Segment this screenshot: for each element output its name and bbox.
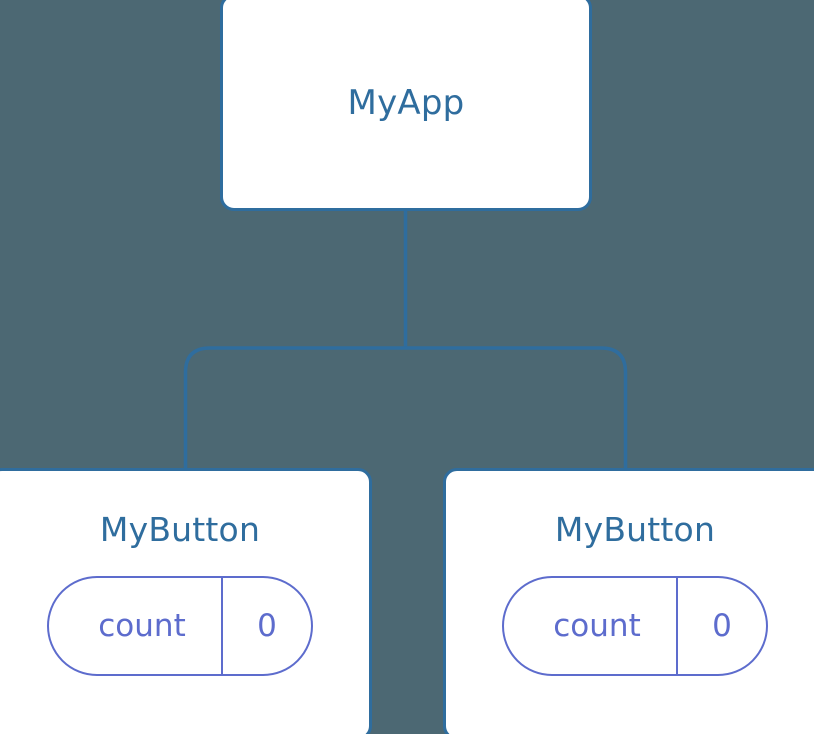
state-badge-key: count [98,607,186,644]
edge-root-to-child-right [405,346,628,470]
node-child-label: MyButton [554,510,716,549]
state-badge[interactable]: count 0 [47,576,313,676]
edge-root-to-child-left [183,346,406,470]
node-child-label: MyButton [99,510,261,549]
node-root-label: MyApp [347,82,465,123]
state-badge-value: 0 [676,578,766,674]
state-badge[interactable]: count 0 [502,576,768,676]
node-root[interactable]: MyApp [220,0,592,211]
node-child-mybutton-1[interactable]: MyButton count 0 [0,468,372,734]
node-child-mybutton-2[interactable]: MyButton count 0 [443,468,814,734]
state-badge-value: 0 [221,578,311,674]
state-badge-key: count [553,607,641,644]
